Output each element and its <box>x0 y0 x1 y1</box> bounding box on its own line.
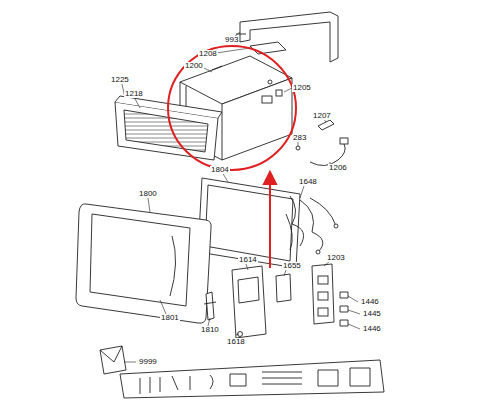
window-frame-inner <box>205 185 293 261</box>
highlight <box>264 172 276 184</box>
callout-number: 1218 <box>124 90 144 98</box>
leader-lines <box>284 270 286 276</box>
leader-lines <box>160 300 166 314</box>
callout-number: 1203 <box>326 254 346 262</box>
interlock-switch <box>340 292 348 326</box>
switch <box>318 308 328 316</box>
callout-number: 1208 <box>198 50 218 58</box>
leader-lines <box>122 32 360 362</box>
door-handle <box>170 236 176 296</box>
callout-number: 1804 <box>210 166 230 174</box>
callout-number: 993 <box>224 36 239 44</box>
switch <box>318 292 328 300</box>
leader-lines <box>134 97 140 108</box>
callout-number: 1801 <box>160 314 180 322</box>
door <box>76 204 211 323</box>
callout-number: 1810 <box>200 326 220 334</box>
leader-lines <box>216 48 250 53</box>
power-cord <box>310 144 345 166</box>
callout-number: 1614 <box>238 256 258 264</box>
door-part <box>204 292 216 320</box>
leader-lines <box>300 186 304 198</box>
highlight <box>269 180 271 268</box>
leader-lines <box>284 88 292 92</box>
leader-lines <box>208 318 210 326</box>
callout-number: 1206 <box>328 164 348 172</box>
callout-number: 1446 <box>362 325 382 333</box>
leader-lines <box>236 334 239 335</box>
hardware-kit <box>120 360 384 398</box>
window-frame <box>198 178 300 268</box>
bracket <box>276 274 291 302</box>
leader-lines <box>348 324 360 329</box>
latch-board <box>312 264 334 324</box>
callout-number: 1207 <box>312 112 332 120</box>
switch <box>318 276 328 284</box>
highlight <box>168 46 296 170</box>
highlight <box>168 46 296 268</box>
envelope <box>100 346 126 374</box>
leader-lines <box>124 362 136 363</box>
housing-slot <box>212 66 222 70</box>
callout-number: 1445 <box>362 310 382 318</box>
wire-harness <box>286 196 336 252</box>
connector <box>334 224 338 228</box>
callout-number: 9999 <box>138 358 158 366</box>
hardware <box>140 368 370 394</box>
callout-number: 1205 <box>292 84 312 92</box>
housing-hole <box>268 80 272 84</box>
display <box>238 277 259 303</box>
vent-plate <box>250 42 286 54</box>
housing-cutout <box>262 96 272 103</box>
control-panel <box>232 266 266 338</box>
leader-lines <box>298 142 299 146</box>
callout-number: 1800 <box>138 190 158 198</box>
callout-number: 1648 <box>298 178 318 186</box>
callout-number: 1618 <box>226 338 246 346</box>
leader-lines <box>348 296 358 302</box>
clamp <box>318 120 334 130</box>
plug <box>340 138 348 144</box>
callout-number: 1655 <box>282 262 302 270</box>
callout-number: 1446 <box>360 298 380 306</box>
door-window <box>90 214 190 306</box>
leader-lines <box>148 198 150 212</box>
grille-vents <box>124 110 208 152</box>
callout-number: 283 <box>292 134 307 142</box>
housing-cutout <box>276 90 282 96</box>
parts-drawing <box>76 12 384 398</box>
mounting-bracket <box>240 12 338 62</box>
leader-lines <box>348 310 360 314</box>
screw <box>296 146 300 150</box>
callout-number: 1225 <box>110 76 130 84</box>
callout-number: 1200 <box>184 62 204 70</box>
leader-lines <box>246 264 248 270</box>
connector <box>316 250 320 254</box>
